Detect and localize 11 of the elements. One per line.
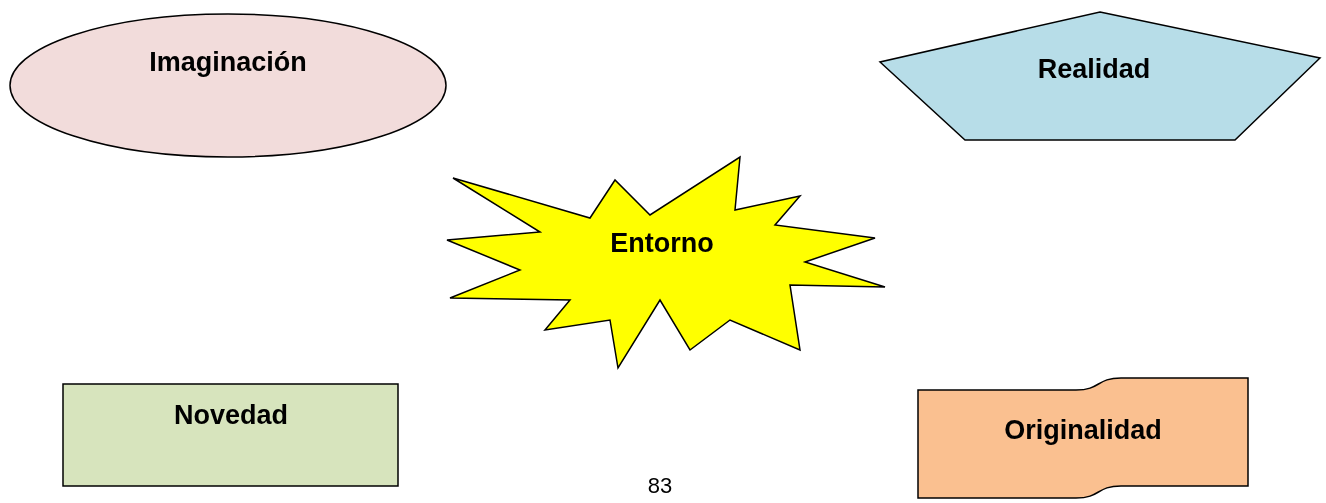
scroll-shape <box>916 376 1250 500</box>
ellipse-shape <box>10 14 446 157</box>
pentagon-shape <box>880 12 1320 140</box>
rectangle-shape <box>63 384 398 486</box>
shape-label: Entorno <box>610 227 714 259</box>
shape-label: Originalidad <box>1004 414 1162 446</box>
shape-label: Novedad <box>174 399 288 431</box>
page-number: 83 <box>647 473 673 499</box>
starburst-shape <box>445 155 885 368</box>
shape-label: Imaginación <box>149 46 307 78</box>
shape-label: Realidad <box>1037 53 1151 85</box>
